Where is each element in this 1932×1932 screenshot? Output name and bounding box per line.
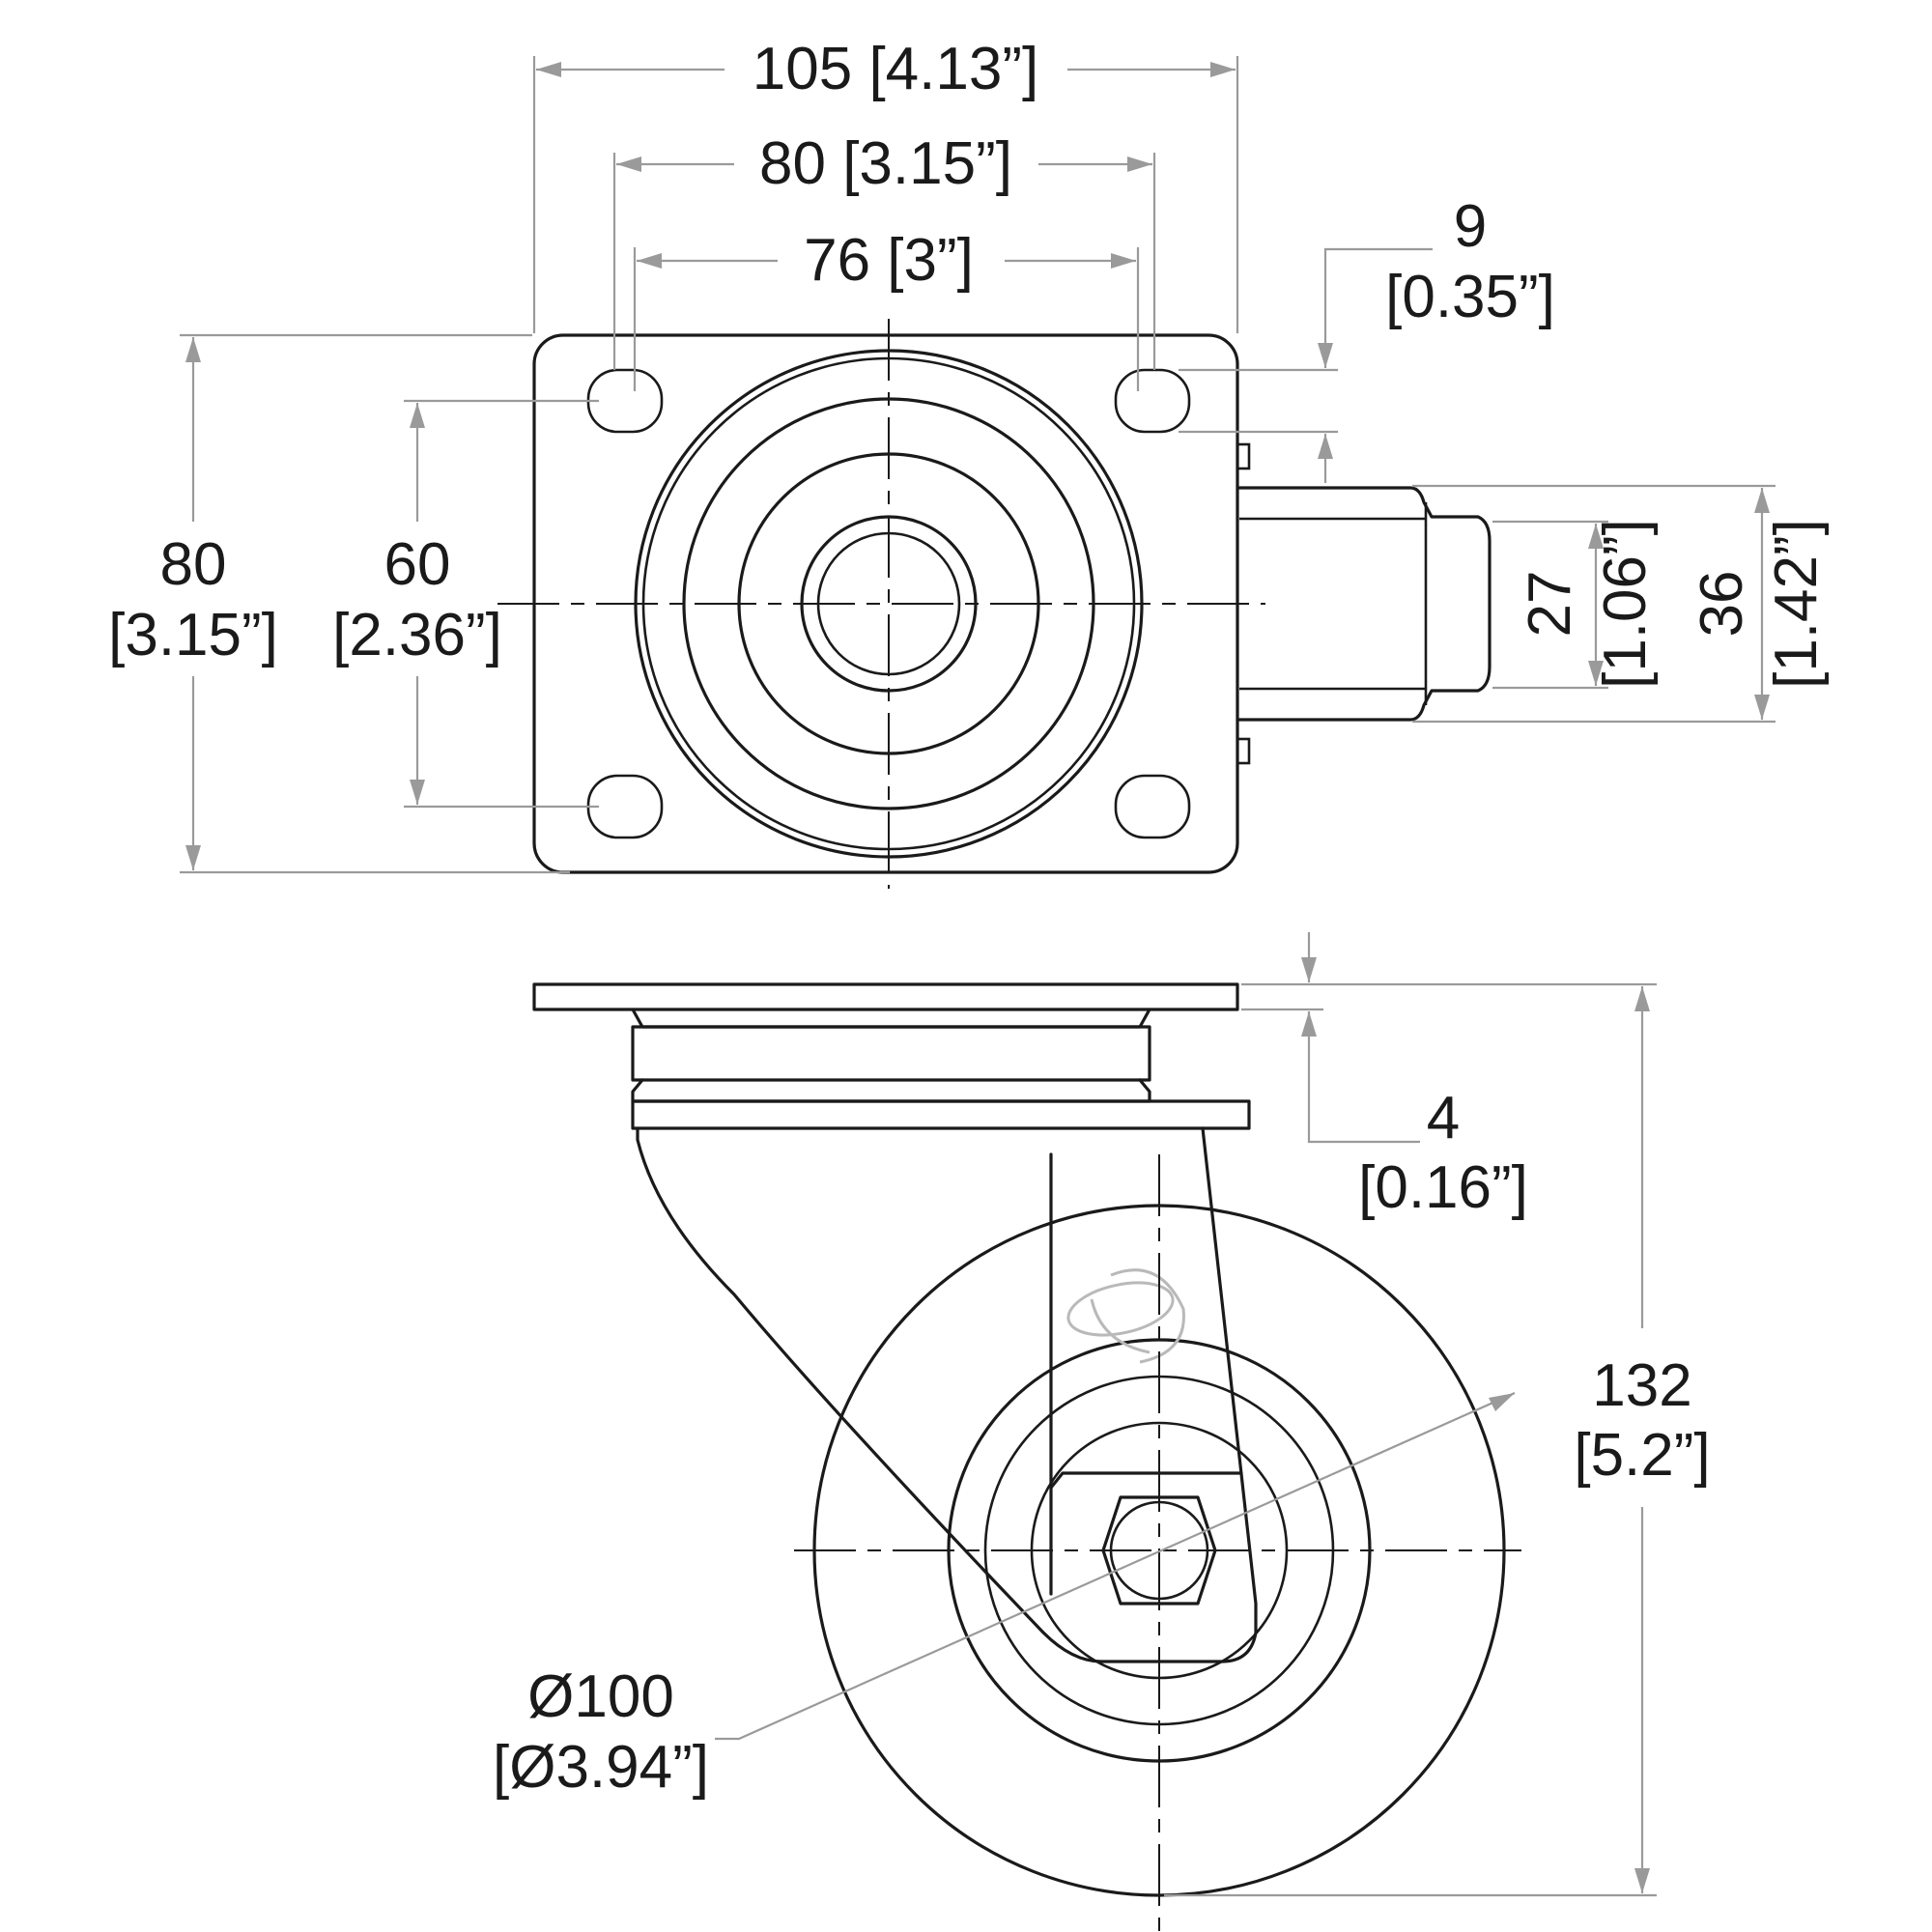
dim-leader-9 [1323, 247, 1433, 368]
swivel-bearing-flange [631, 1008, 1151, 1029]
arrow-60-top [410, 403, 425, 428]
arrow-36-bottom [1754, 695, 1770, 720]
swivel-bearing-lower [631, 1078, 1151, 1103]
label-hole-spacing-y-inch: [2.36”] [332, 602, 502, 668]
dim-leader-diameter [715, 1391, 1516, 1741]
mounting-hole-top-left [586, 368, 664, 434]
arrow-4-top [1301, 957, 1317, 982]
fork-plate [631, 1099, 1251, 1130]
label-width-overall: 105 [4.13”] [753, 36, 1038, 102]
label-fork-width-mm: 36 [1689, 571, 1755, 638]
label-wheel-diameter-mm: Ø100 [527, 1663, 674, 1730]
arrow-80h-right [1127, 156, 1152, 172]
side-view [532, 982, 1521, 1932]
arrow-76-left [637, 253, 662, 269]
swivel-bearing-body [631, 1025, 1151, 1082]
mounting-hole-bottom-right [1114, 774, 1191, 839]
side-top-plate [532, 982, 1239, 1011]
mounting-hole-top-right [1114, 368, 1191, 434]
arrow-27-bottom [1588, 661, 1604, 686]
label-height-overall-inch: [3.15”] [108, 602, 278, 668]
label-plate-thickness-inch: [0.16”] [1358, 1154, 1528, 1221]
arrow-80v-bottom [185, 845, 201, 870]
side-view-dimensions: 4 [0.16”] 132 [5.2”] Ø100 [Ø3.94”] [493, 932, 1711, 1897]
label-total-height-mm: 132 [1592, 1352, 1691, 1419]
fork-leg-outline [636, 1126, 1258, 1663]
top-view-dimensions: 105 [4.13”] 80 [3.15”] 76 [3”] 9 [0.35”]… [108, 36, 1830, 874]
arrow-9-top [1318, 343, 1333, 368]
label-plate-thickness-mm: 4 [1427, 1085, 1460, 1151]
fork-stop-bottom [1236, 737, 1251, 765]
label-height-overall-mm: 80 [160, 531, 227, 598]
arrow-9-bottom [1318, 434, 1333, 459]
axle-bracket [1049, 1471, 1243, 1490]
dim-leader-4 [1307, 1011, 1420, 1144]
arrow-132-top [1634, 986, 1650, 1011]
arrow-27-top [1588, 524, 1604, 549]
arrow-105-right [1210, 62, 1236, 77]
arrow-4-bottom [1301, 1011, 1317, 1037]
fork-top-outline [1237, 486, 1492, 722]
arrow-132-bottom [1634, 1868, 1650, 1893]
label-tread-width-mm: 27 [1517, 571, 1583, 638]
label-hole-size-mm: 9 [1454, 193, 1487, 260]
label-hole-spacing-x: 80 [3.15”] [759, 130, 1012, 197]
arrow-diameter-end [1489, 1393, 1515, 1411]
arrow-80v-top [185, 337, 201, 362]
label-hole-spacing-y-mm: 60 [384, 531, 451, 598]
mounting-hole-bottom-left [586, 774, 664, 839]
arrow-36-top [1754, 488, 1770, 513]
label-hole-spacing-x-inner: 76 [3”] [804, 227, 974, 294]
arrow-105-left [536, 62, 561, 77]
brand-logo-icon [1066, 1268, 1185, 1364]
arrow-60-bottom [410, 780, 425, 805]
label-tread-width-inch: [1.06”] [1592, 519, 1659, 689]
arrow-76-right [1111, 253, 1136, 269]
label-fork-width-inch: [1.42”] [1763, 519, 1830, 689]
fork-stop-top [1236, 442, 1251, 470]
label-hole-size-inch: [0.35”] [1385, 264, 1555, 330]
label-total-height-inch: [5.2”] [1574, 1422, 1710, 1489]
top-view [497, 319, 1492, 889]
label-wheel-diameter-inch: [Ø3.94”] [493, 1734, 709, 1801]
arrow-80h-left [616, 156, 641, 172]
